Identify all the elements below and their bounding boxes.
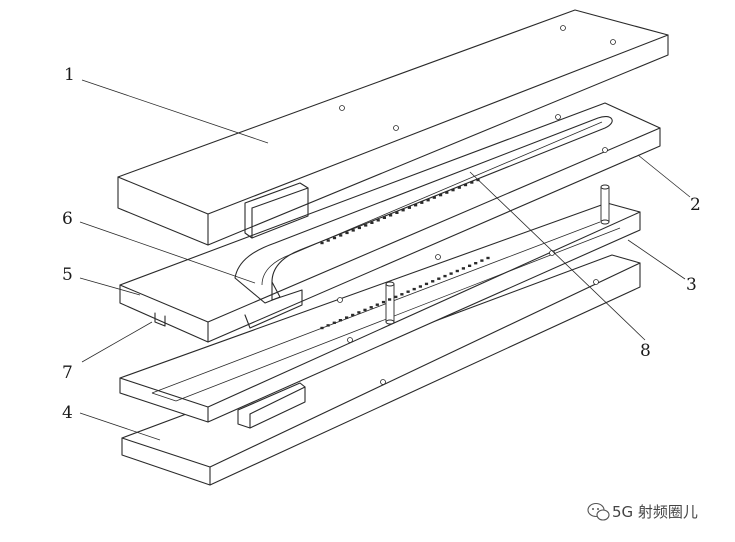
slot-mark (351, 313, 355, 317)
part-2-middle-plate (119, 102, 661, 343)
slot-mark (394, 295, 398, 299)
callout-5: 5 (62, 265, 73, 285)
slot-mark (320, 326, 324, 330)
slot-mark (443, 274, 447, 278)
slot-mark (345, 231, 349, 235)
slot-mark (414, 204, 418, 207)
slot-mark (439, 193, 443, 197)
slot-mark (332, 236, 337, 240)
part-3-lower-plate (119, 184, 641, 429)
slot-mark (463, 183, 468, 187)
slot-mark (432, 196, 436, 199)
callout-1: 1 (64, 65, 75, 85)
slot-mark (388, 298, 392, 301)
slot-mark (369, 306, 373, 309)
slot-mark (338, 319, 342, 322)
slot-mark (382, 216, 386, 219)
part-1-top-cover (117, 9, 669, 246)
guide-pin-front (385, 281, 395, 325)
slot-mark (406, 290, 410, 293)
slot-mark (351, 229, 355, 232)
slot-mark (339, 234, 343, 237)
leader-lines (79, 79, 691, 441)
slot-mark (320, 241, 324, 245)
slot-mark (451, 188, 455, 192)
slot-mark (326, 324, 330, 327)
slot-mark (401, 209, 405, 212)
slot-mark (420, 201, 424, 204)
slot-mark (326, 239, 330, 242)
slot-mark (376, 219, 380, 222)
slot-mark (418, 285, 422, 288)
slot-mark (364, 224, 368, 227)
callout-2: 2 (690, 195, 701, 215)
slot-mark (474, 262, 478, 265)
slot-row-plate-3 (320, 256, 490, 330)
slot-mark (381, 300, 386, 304)
watermark-text: 5G 射频圈儿 (612, 503, 698, 521)
slot-mark (470, 181, 474, 184)
callout-labels: 1 2 3 4 5 6 7 8 (62, 65, 701, 423)
slot-mark (449, 272, 453, 275)
slot-mark (375, 303, 379, 306)
callout-7: 7 (62, 363, 73, 383)
callout-6: 6 (62, 209, 73, 229)
slot-mark (332, 321, 336, 324)
slot-mark (426, 199, 430, 202)
slot-mark (395, 211, 399, 214)
slot-mark (370, 221, 374, 224)
callout-4: 4 (62, 403, 73, 423)
slot-mark (445, 191, 449, 194)
guide-pin-rear (600, 184, 610, 225)
slot-mark (345, 316, 349, 319)
wechat-bubble-icon (587, 502, 610, 521)
slot-mark (407, 206, 411, 209)
slot-mark (357, 311, 361, 314)
callout-3: 3 (686, 275, 697, 295)
slot-mark (412, 287, 416, 291)
slot-mark (424, 282, 429, 286)
slot-mark (468, 264, 472, 267)
slot-mark (461, 267, 465, 270)
slot-mark (455, 269, 459, 273)
slot-mark (457, 186, 461, 189)
slot-mark (486, 256, 490, 260)
slot-mark (431, 280, 435, 283)
slot-mark (480, 259, 484, 262)
slot-mark (363, 308, 367, 312)
slot-mark (357, 226, 361, 230)
slot-mark (389, 214, 393, 217)
slot-mark (400, 293, 404, 296)
callout-8: 8 (640, 341, 651, 361)
slot-mark (437, 277, 441, 280)
